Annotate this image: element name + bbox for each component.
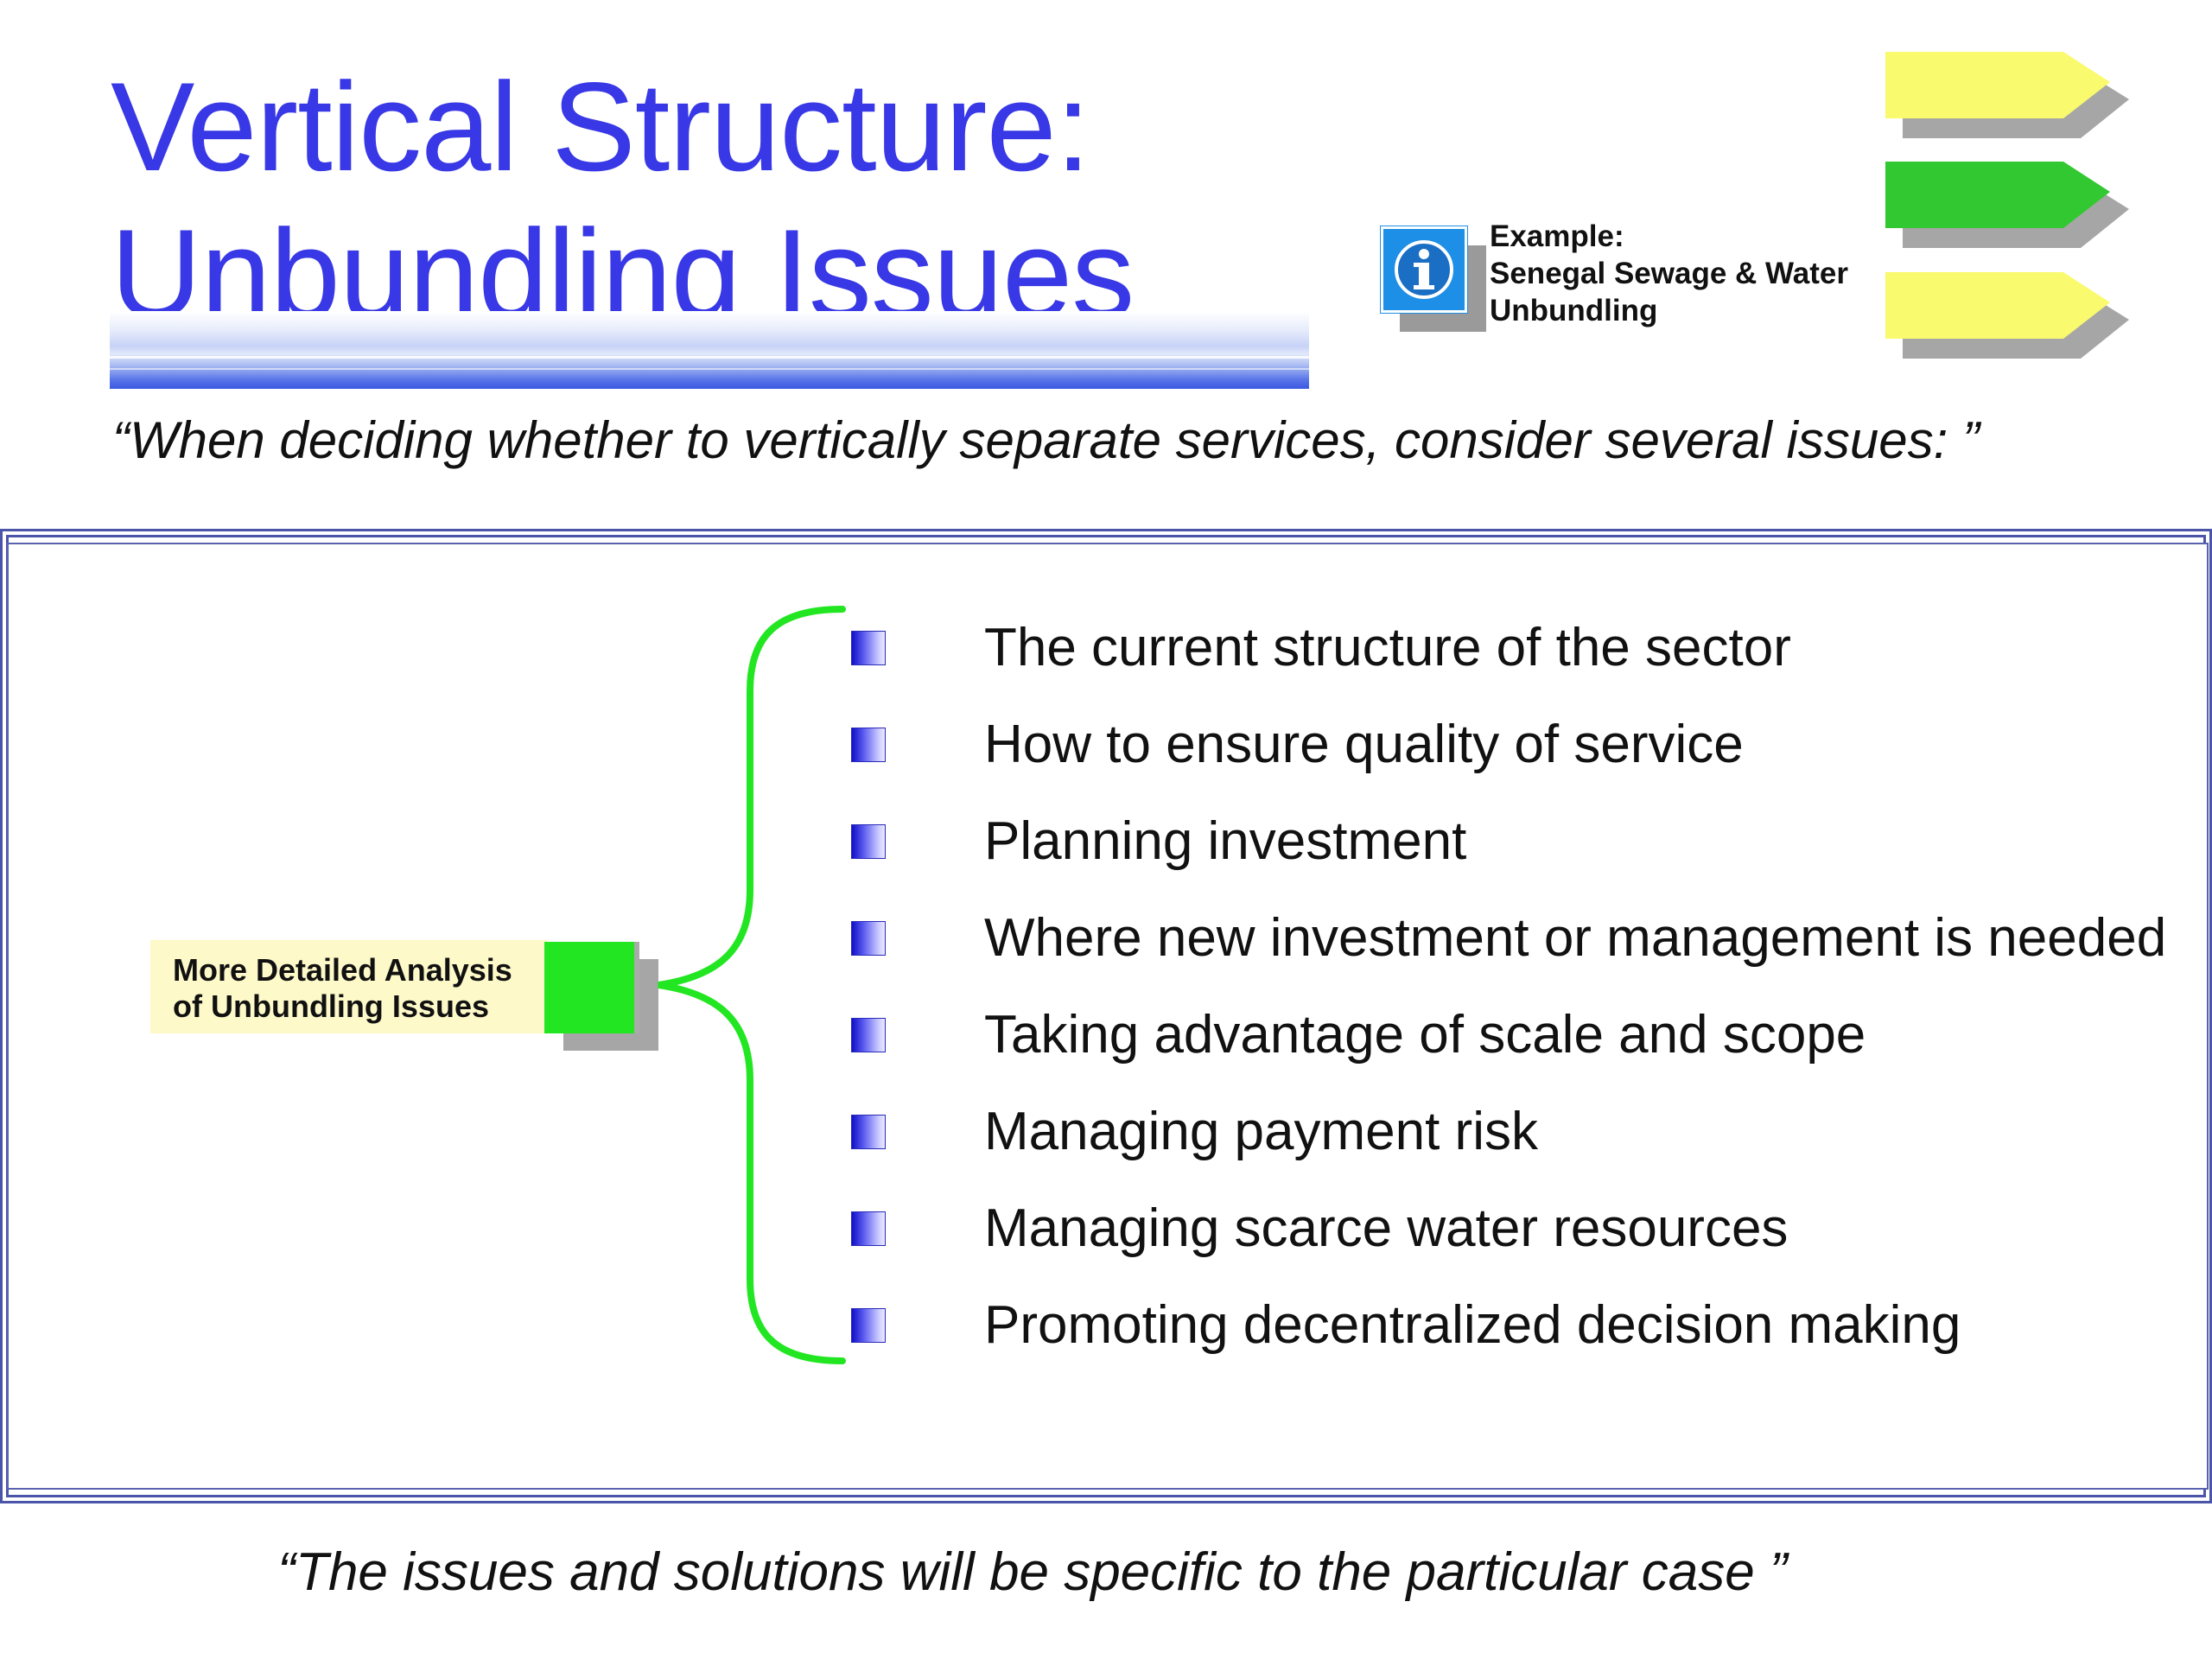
example-label: Example:	[1490, 219, 1624, 253]
example-title-2: Unbundling	[1490, 294, 1658, 327]
analysis-label-line-2: of Unbundling Issues	[173, 988, 489, 1024]
bullet-marker-icon	[851, 921, 886, 956]
list-item: The current structure of the sector	[851, 605, 1791, 691]
bullet-marker-icon	[851, 1115, 886, 1149]
page-title: Vertical Structure: Unbundling Issues	[111, 54, 1135, 347]
curly-brace-icon	[658, 606, 846, 1364]
analysis-label: More Detailed Analysis of Unbundling Iss…	[150, 940, 548, 1033]
list-item: Planning investment	[851, 798, 1466, 885]
nav-arrows	[1885, 52, 2129, 359]
list-item: Promoting decentralized decision making	[851, 1282, 1961, 1369]
issue-text: Managing scarce water resources	[984, 1198, 1789, 1258]
issue-text: How to ensure quality of service	[984, 715, 1744, 774]
info-icon[interactable]	[1380, 226, 1490, 335]
bullet-marker-icon	[851, 1018, 886, 1052]
list-item: Taking advantage of scale and scope	[851, 992, 1866, 1078]
bullet-marker-icon	[851, 1211, 886, 1246]
example-link[interactable]: Example: Senegal Sewage & Water Unbundli…	[1490, 218, 1848, 329]
title-underline-bar	[110, 311, 1309, 389]
info-glyph-icon	[1395, 240, 1453, 299]
title-line-1: Vertical Structure:	[111, 56, 1090, 197]
issue-text: Managing payment risk	[984, 1102, 1538, 1161]
intro-quote: “When deciding whether to vertically sep…	[112, 411, 1980, 469]
bullet-marker-icon	[851, 1308, 886, 1343]
list-item: Managing payment risk	[851, 1089, 1538, 1175]
example-title-1: Senegal Sewage & Water	[1490, 257, 1848, 290]
arrow-right-icon-2[interactable]	[1885, 162, 2129, 248]
issue-text: Taking advantage of scale and scope	[984, 1005, 1866, 1065]
issue-text: Promoting decentralized decision making	[984, 1295, 1961, 1355]
issue-text: The current structure of the sector	[984, 618, 1791, 677]
closing-quote: “The issues and solutions will be specif…	[277, 1542, 1788, 1602]
issue-text: Planning investment	[984, 811, 1467, 871]
analysis-label-line-1: More Detailed Analysis	[173, 952, 512, 988]
list-item: Managing scarce water resources	[851, 1185, 1788, 1272]
arrow-right-icon-3[interactable]	[1885, 272, 2129, 359]
bullet-marker-icon	[851, 728, 886, 762]
bullet-marker-icon	[851, 824, 886, 859]
list-item: Where new investment or management is ne…	[851, 895, 2166, 982]
info-icon-box	[1380, 226, 1468, 314]
arrow-right-icon-1[interactable]	[1885, 52, 2129, 138]
bullet-marker-icon	[851, 631, 886, 665]
list-item: How to ensure quality of service	[851, 702, 1744, 788]
issue-text: Where new investment or management is ne…	[984, 908, 2167, 968]
analysis-button[interactable]	[544, 942, 639, 1033]
